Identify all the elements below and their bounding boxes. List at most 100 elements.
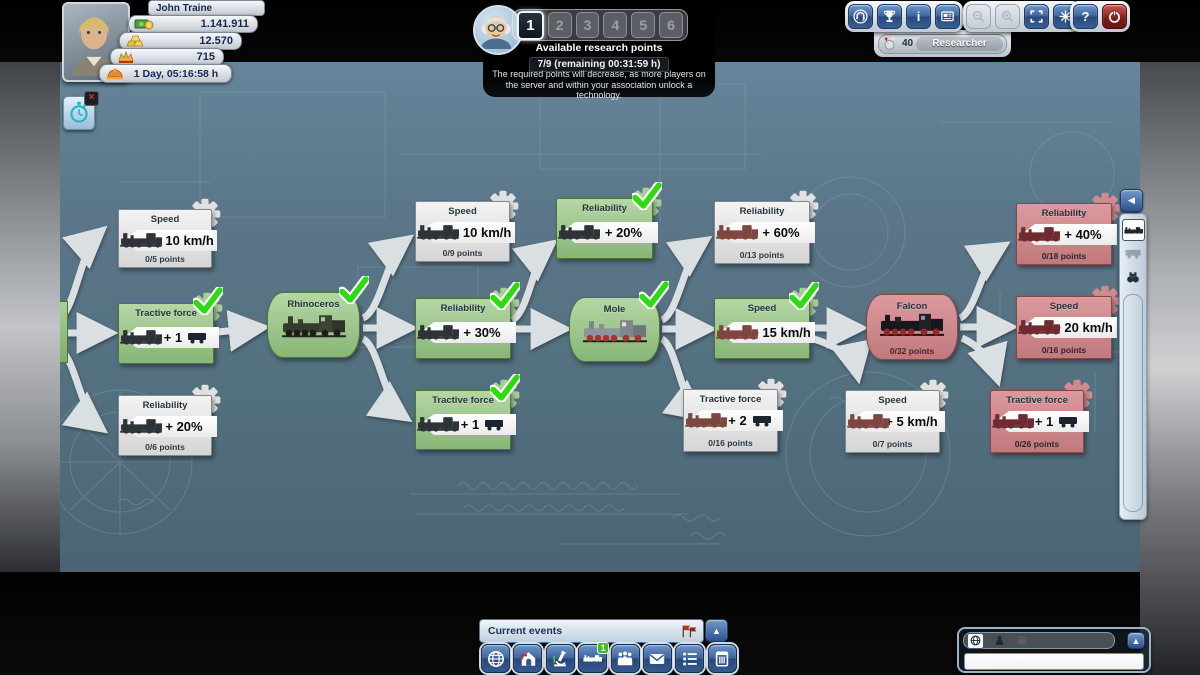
- node-tractive-3[interactable]: Tractive force + 2 0/16 points: [683, 378, 787, 452]
- node-speed-5[interactable]: Speed + 20 km/h 0/16 points: [1016, 285, 1121, 359]
- era-tab-3[interactable]: 3: [575, 12, 600, 38]
- zoom-out-icon: [972, 10, 985, 23]
- node-speed-4[interactable]: Speed + 5 km/h 0/7 points: [845, 379, 949, 453]
- node-engine-rhinoceros[interactable]: Rhinoceros: [267, 292, 360, 358]
- association-button[interactable]: [610, 644, 640, 673]
- locomotive-icon: [120, 419, 162, 434]
- era-tab-6[interactable]: 6: [659, 12, 683, 38]
- envelope-icon: [650, 653, 665, 664]
- tree-collapse-button[interactable]: ◀: [1120, 189, 1143, 212]
- zoom-in-button[interactable]: [995, 4, 1020, 29]
- node-title: Tractive force: [699, 394, 762, 405]
- researcher-pill: 40 Researcher: [878, 33, 1007, 54]
- private-chat-icon: [995, 636, 1004, 645]
- node-title: Reliability: [582, 203, 627, 214]
- node-reliability-3[interactable]: Reliability + 20%: [556, 198, 653, 259]
- trains-button[interactable]: 1: [578, 642, 610, 673]
- microscope-icon: [553, 650, 567, 666]
- chat-expand-button[interactable]: ▲: [1127, 632, 1145, 649]
- gold-icon: [126, 35, 144, 47]
- newspaper-button[interactable]: [935, 4, 960, 29]
- research-button[interactable]: [545, 644, 575, 673]
- chat-tab-association[interactable]: [1015, 634, 1030, 648]
- researched-check-icon: [339, 276, 369, 304]
- era-tab-4[interactable]: 4: [603, 12, 628, 38]
- researched-check-icon: [789, 282, 819, 310]
- current-events-bar[interactable]: Current events: [479, 619, 704, 643]
- right-screen-edge: [1140, 62, 1200, 675]
- exit-button[interactable]: [1102, 4, 1127, 29]
- chat-panel: ▲: [957, 627, 1151, 673]
- flags-icon: [682, 625, 697, 638]
- research-info-text: The required points will decrease, as mo…: [492, 69, 706, 100]
- node-speed-3[interactable]: Speed + 15 km/h: [714, 298, 810, 359]
- zoom-in-icon: [1001, 10, 1014, 23]
- help-button[interactable]: ?: [1073, 4, 1098, 29]
- info-button[interactable]: i: [906, 4, 931, 29]
- category-scouting-tab[interactable]: [1122, 267, 1143, 287]
- fullscreen-icon: [1030, 10, 1043, 23]
- node-engine-mole[interactable]: Mole: [569, 297, 660, 362]
- researched-check-icon: [490, 282, 520, 310]
- locomotive-icon: [716, 225, 758, 240]
- node-reliability-5[interactable]: Reliability + 40% 0/18 points: [1016, 192, 1121, 265]
- node-points: 0/18 points: [1041, 251, 1087, 261]
- wagon-category-icon: [1125, 249, 1140, 259]
- world-map-button[interactable]: [481, 644, 510, 673]
- node-points: 0/13 points: [739, 250, 785, 260]
- node-speed-2[interactable]: Speed + 10 km/h 0/9 points: [415, 190, 519, 262]
- prestige-plate: 715: [110, 48, 224, 66]
- engine-house-button[interactable]: [513, 644, 543, 673]
- category-scroll-track[interactable]: [1123, 294, 1143, 512]
- era-tab-5[interactable]: 5: [631, 12, 656, 38]
- category-wagons-tab[interactable]: [1122, 244, 1143, 264]
- events-expand-button[interactable]: ▲: [705, 619, 728, 642]
- zoom-out-button[interactable]: [966, 4, 991, 29]
- researcher-badge[interactable]: 40 Researcher: [874, 30, 1011, 57]
- chat-input[interactable]: [964, 653, 1144, 670]
- node-points: 0/32 points: [889, 346, 935, 356]
- support-button[interactable]: [848, 4, 873, 29]
- wagon-icon: [752, 415, 771, 426]
- node-title: Speed: [878, 395, 907, 406]
- node-reliability-1[interactable]: Reliability + 20% 0/6 points: [118, 384, 221, 456]
- era-tab-1[interactable]: 1: [517, 10, 544, 40]
- engine-name: Falcon: [896, 301, 928, 312]
- node-tractive-2[interactable]: Tractive force + 1: [415, 390, 511, 450]
- engine-house-icon: [521, 651, 536, 666]
- node-tractive-1[interactable]: Tractive force + 1: [118, 303, 214, 364]
- researcher-label: Researcher: [916, 36, 1003, 51]
- researched-check-icon: [193, 287, 223, 315]
- node-reliability-4[interactable]: Reliability + 60% 0/13 points: [714, 190, 819, 264]
- category-engines-tab[interactable]: [1122, 219, 1145, 241]
- locomotive-icon: [1018, 320, 1060, 335]
- header-group-system: ?: [1070, 1, 1130, 32]
- locomotive-icon: [120, 330, 162, 345]
- help-icon: ?: [1081, 9, 1090, 24]
- money-value: 1.141.911: [200, 18, 249, 30]
- headset-icon: [853, 9, 868, 24]
- node-speed-1[interactable]: Speed + 10 km/h 0/5 points: [118, 198, 221, 268]
- messages-button[interactable]: [642, 644, 672, 673]
- node-title: Speed: [150, 214, 180, 225]
- node-tractive-4[interactable]: Tractive force + 1 0/26 points: [990, 379, 1093, 453]
- node-reliability-2[interactable]: Reliability + 30%: [415, 298, 511, 359]
- stopwatch-icon: [70, 101, 88, 123]
- finances-button[interactable]: [707, 644, 737, 673]
- node-title: Tractive force: [432, 395, 494, 406]
- booster-close-button[interactable]: ×: [84, 91, 99, 106]
- newspaper-icon: [941, 11, 954, 22]
- research-category-panel: [1119, 213, 1147, 520]
- era-tab-2[interactable]: 2: [547, 12, 572, 38]
- trophy-icon: [883, 10, 896, 23]
- chat-tab-private[interactable]: [992, 634, 1007, 648]
- rankings-button[interactable]: [675, 644, 705, 673]
- engine-image-mole: [582, 319, 647, 342]
- fullscreen-button[interactable]: [1024, 4, 1049, 29]
- node-engine-falcon[interactable]: Falcon 0/32 points: [866, 294, 958, 360]
- awards-button[interactable]: [877, 4, 902, 29]
- money-icon: [134, 19, 154, 30]
- node-title: Reliability: [142, 400, 188, 411]
- chat-tab-world[interactable]: [967, 632, 984, 649]
